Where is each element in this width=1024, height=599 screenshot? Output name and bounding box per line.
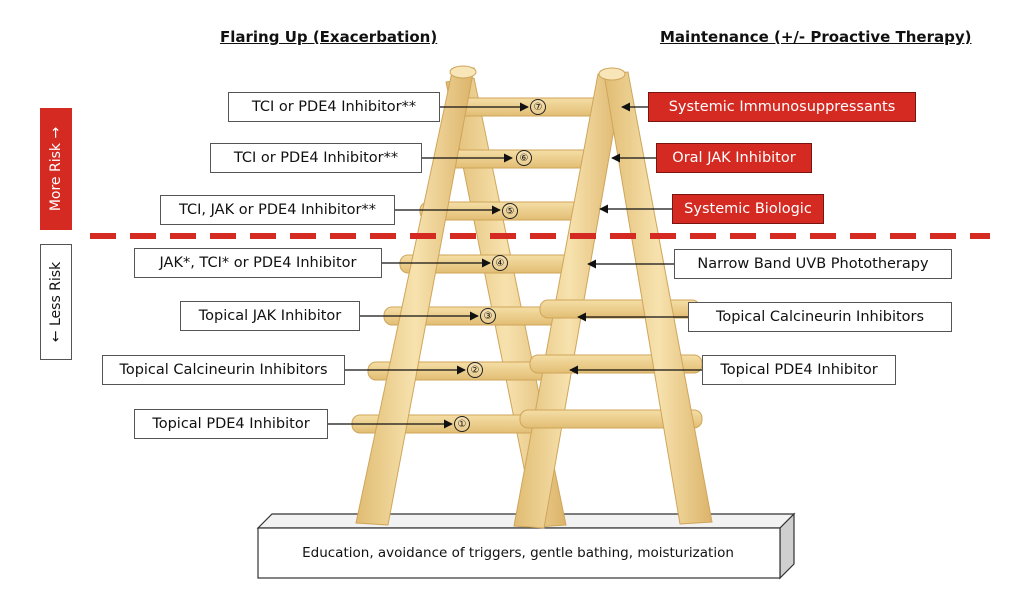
right-step-4: Narrow Band UVB Phototherapy [674, 249, 952, 279]
front-ladder [513, 67, 713, 529]
less-risk-label: ← Less Risk [48, 261, 64, 343]
left-header: Flaring Up (Exacerbation) [220, 28, 438, 46]
right-header: Maintenance (+/- Proactive Therapy) [660, 28, 972, 46]
base-label: Education, avoidance of triggers, gentle… [302, 545, 734, 561]
rung-number-4: ④ [492, 255, 508, 271]
right-step-7: Systemic Immunosuppressants [648, 92, 916, 122]
right-step-6: Oral JAK Inhibitor [656, 143, 812, 173]
right-step-2: Topical PDE4 Inhibitor [702, 355, 896, 385]
left-step-3: Topical JAK Inhibitor [180, 301, 360, 331]
left-arrows [328, 102, 529, 429]
left-step-4: JAK*, TCI* or PDE4 Inhibitor [134, 248, 382, 278]
less-risk-bar: ← Less Risk [40, 244, 72, 360]
rung-number-7: ⑦ [530, 99, 546, 115]
right-step-3: Topical Calcineurin Inhibitors [688, 302, 952, 332]
rung-number-3: ③ [480, 308, 496, 324]
base-block [256, 512, 796, 580]
left-step-7: TCI or PDE4 Inhibitor** [228, 92, 440, 122]
rung-number-6: ⑥ [516, 150, 532, 166]
left-step-5: TCI, JAK or PDE4 Inhibitor** [160, 195, 395, 225]
left-step-1: Topical PDE4 Inhibitor [134, 409, 328, 439]
more-risk-bar: More Risk → [40, 108, 72, 230]
right-arrows [569, 102, 702, 375]
rung-number-2: ② [467, 362, 483, 378]
more-risk-label: More Risk → [48, 126, 65, 212]
right-step-5: Systemic Biologic [672, 194, 824, 224]
left-step-2: Topical Calcineurin Inhibitors [102, 355, 345, 385]
rung-number-5: ⑤ [502, 203, 518, 219]
left-step-6: TCI or PDE4 Inhibitor** [210, 143, 422, 173]
rung-number-1: ① [454, 416, 470, 432]
